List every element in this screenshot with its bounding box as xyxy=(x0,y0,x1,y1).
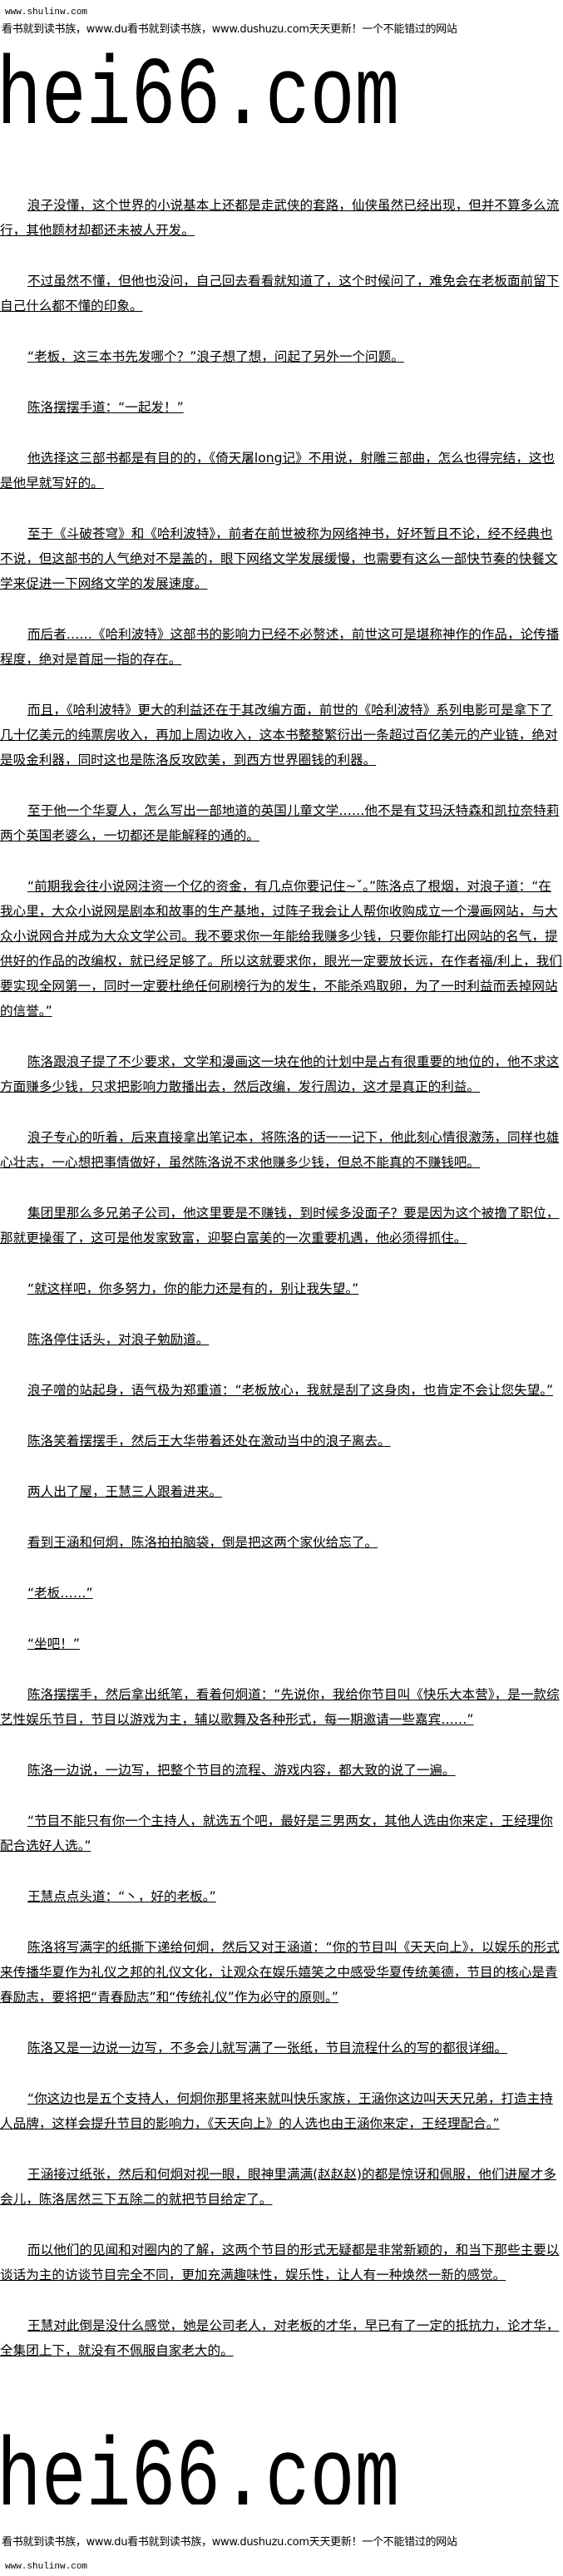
paragraph: 陈洛一边说，一边写，把整个节目的流程、游戏内容，都大致的说了一遍。 xyxy=(27,1763,456,1778)
paragraph: 浪子噌的站起身，语气极为郑重道：“老板放心，我就是刮了这身肉，也肯定不会让您失望… xyxy=(27,1383,554,1398)
paragraph: 陈洛摆摆手，然后拿出纸笔，看着何炯道：“先说你，我给你节目叫《快乐大本营》，是一… xyxy=(0,1687,560,1727)
paragraph: “老板……” xyxy=(27,1586,93,1601)
watermark-logo-bottom: hei66.com xyxy=(0,2421,563,2505)
site-url-footer[interactable]: www.shulinw.com xyxy=(5,2562,88,2572)
logo-text: hei66.com xyxy=(0,43,400,124)
paragraph: 两人出了屋，王慧三人跟着进来。 xyxy=(27,1484,222,1499)
paragraph: “节目不能只有你一个主持人，就选五个吧，最好是三男两女，其他人选由你来定，王经理… xyxy=(0,1814,553,1853)
watermark-logo-top: hei66.com xyxy=(0,40,563,124)
site-url-header[interactable]: www.shulinw.com xyxy=(5,7,88,17)
paragraph: 而后者……《哈利波特》这部书的影响力已经不必赘述，前世这可是堪称神作的作品，论传… xyxy=(0,627,560,667)
paragraph: “你这边也是五个支持人，何炯你那里将来就叫快乐家族，王涵你这边叫天天兄弟，打造主… xyxy=(0,2091,553,2131)
paragraph: 而且，《哈利波特》更大的利益还在于其改编方面，前世的《哈利波特》系列电影可是拿下… xyxy=(0,703,558,767)
paragraph: 集团里那么多兄弟子公司，他这里要是不赚钱，到时候多没面子？要是因为这个被撸了职位… xyxy=(0,1206,560,1246)
paragraph: 看到王涵和何炯，陈洛拍拍脑袋，倒是把这两个家伙给忘了。 xyxy=(27,1535,378,1550)
logo-text: hei66.com xyxy=(0,2425,400,2505)
paragraph: “坐吧！” xyxy=(27,1636,80,1651)
paragraph: “就这样吧，你多努力，你的能力还是有的，别让我失望。” xyxy=(27,1281,359,1296)
paragraph: 王涵接过纸张，然后和何炯对视一眼，眼神里满满(赵赵赵)的都是惊讶和佩服，他们进屋… xyxy=(0,2167,556,2207)
paragraph: 陈洛停住话头，对浪子勉励道。 xyxy=(27,1332,210,1347)
promo-banner-footer: 看书就到读书族，www.du看书就到读书族，www.dushuzu.com天天更… xyxy=(2,2536,457,2549)
paragraph: 他选择这三部书都是有目的的，《倚天屠long记》不用说，射雕三部曲，怎么也得完结… xyxy=(0,451,556,491)
paragraph: 不过虽然不懂，但他也没问，自己回去看看就知道了，这个时候问了，难免会在老板面前留… xyxy=(0,274,560,313)
paragraph: 至于《斗破苍穹》和《哈利波特》，前者在前世被称为网络神书，好坏暂且不论，经不经典… xyxy=(0,526,558,591)
paragraph: “前期我会往小说网注资一个亿的资金，有几点你要记住~ˇ。”陈洛点了根烟，对浪子道… xyxy=(0,879,562,1019)
paragraph: 至于他一个华夏人，怎么写出一部地道的英国儿童文学……他不是有艾玛沃特森和凯拉奈特… xyxy=(0,803,560,843)
paragraph: 浪子专心的听着，后来直接拿出笔记本，将陈洛的话一一记下，他此刻心情很激荡，同样也… xyxy=(0,1130,560,1170)
paragraph: 陈洛摆摆手道：“一起发！” xyxy=(27,400,184,415)
paragraph: 陈洛将写满字的纸撕下递给何炯，然后又对王涵道：“你的节目叫《天天向上》，以娱乐的… xyxy=(0,1940,560,2005)
paragraph: 王慧点点头道：“丶，好的老板。” xyxy=(27,1889,216,1904)
chapter-body: 浪子没懂，这个世界的小说基本上还都是走武侠的套路，仙侠虽然已经出现，但并不算多么… xyxy=(0,193,563,2389)
promo-banner-header: 看书就到读书族，www.du看书就到读书族，www.dushuzu.com天天更… xyxy=(2,23,457,36)
paragraph: “老板，这三本书先发哪个？”浪子想了想，问起了另外一个问题。 xyxy=(27,349,404,364)
paragraph: 陈洛又是一边说一边写，不多会儿就写满了一张纸，节目流程什么的写的都很详细。 xyxy=(27,2041,507,2055)
paragraph: 而以他们的见闻和对圈内的了解，这两个节目的形式无疑都是非常新颖的，和当下那些主要… xyxy=(0,2243,560,2282)
paragraph: 陈洛笑着摆摆手，然后王大华带着还处在激动当中的浪子离去。 xyxy=(27,1434,391,1448)
paragraph: 陈洛跟浪子提了不少要求，文学和漫画这一块在他的计划中是占有很重要的地位的，他不求… xyxy=(0,1054,560,1094)
paragraph: 浪子没懂，这个世界的小说基本上还都是走武侠的套路，仙侠虽然已经出现，但并不算多么… xyxy=(0,198,560,238)
paragraph: 王慧对此倒是没什么感觉，她是公司老人，对老板的才华，早已有了一定的抵抗力，论才华… xyxy=(0,2318,560,2358)
